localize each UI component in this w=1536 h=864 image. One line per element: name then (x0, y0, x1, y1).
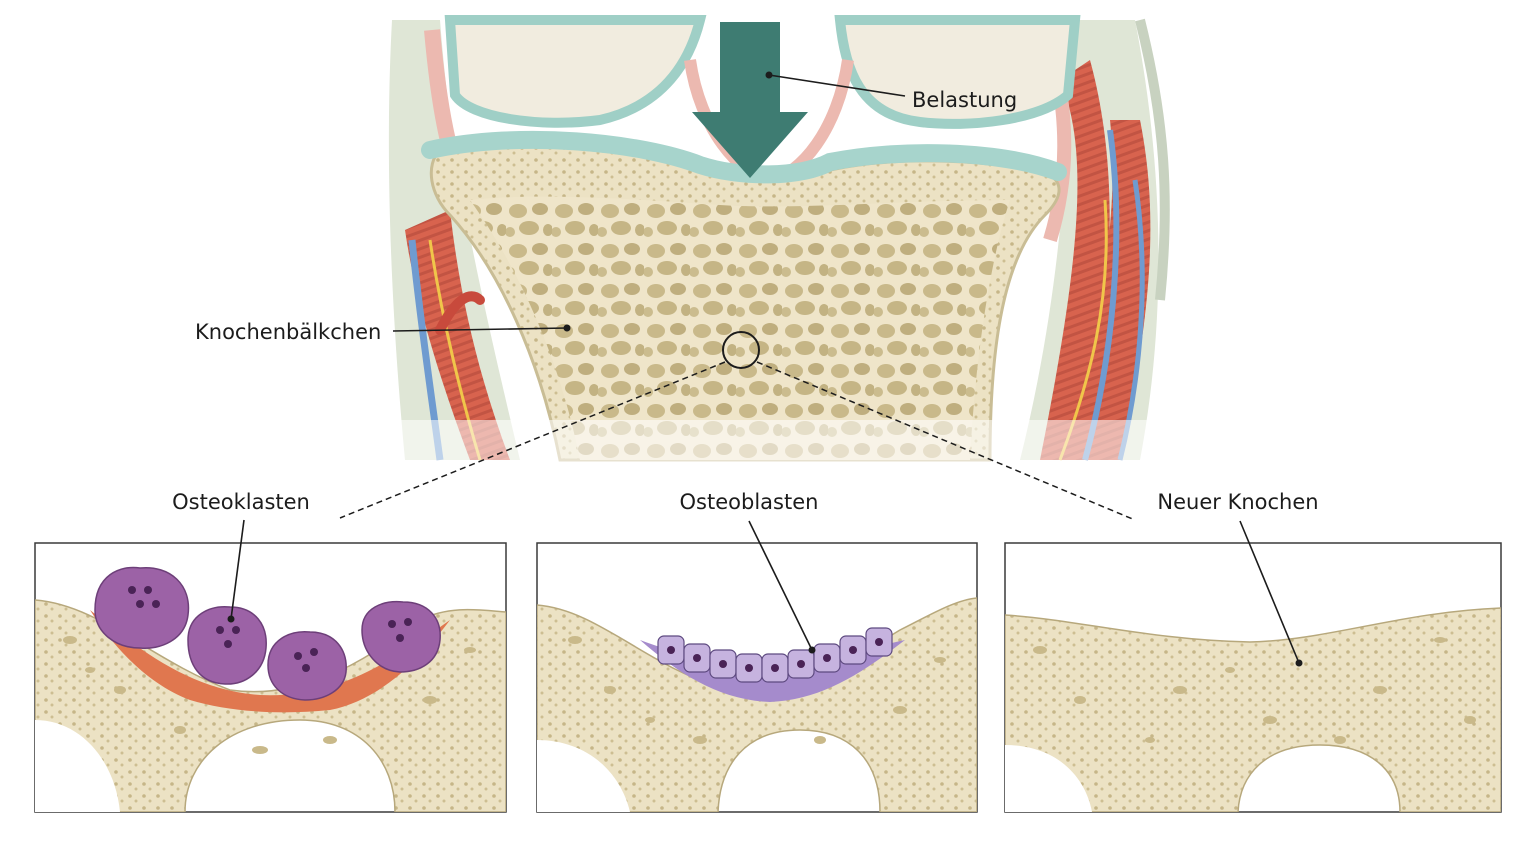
load-leader-line (768, 74, 906, 97)
new-bone-leader-line (1239, 520, 1300, 664)
resorption-pit (90, 610, 450, 713)
trabeculae-leader-line (392, 327, 568, 332)
new-bone-label: Neuer Knochen (1157, 490, 1318, 514)
panel-osteoclasts (34, 542, 507, 813)
zoom-dashed-lines (339, 361, 1136, 521)
joint-illustration (370, 15, 1170, 470)
magnification-circle (722, 331, 760, 369)
trabeculae-label: Knochenbälkchen (195, 320, 381, 344)
new-bone-tissue (1005, 607, 1501, 812)
osteoclasts-leader-line (230, 519, 245, 620)
panel-new-bone (1004, 542, 1502, 813)
lower-bone (421, 130, 1067, 462)
left-artery (435, 291, 485, 335)
load-label: Belastung (912, 88, 1017, 112)
osteoblasts-label: Osteoblasten (680, 490, 819, 514)
osteoblasts-leader-line (748, 520, 813, 651)
panel-osteoblasts (536, 542, 978, 813)
spongy-bone (470, 196, 1010, 460)
load-arrow-icon (692, 22, 808, 178)
cartilage-layer (421, 130, 1067, 184)
right-blood-vessel (1082, 129, 1120, 461)
osteoclasts-label: Osteoklasten (172, 490, 310, 514)
